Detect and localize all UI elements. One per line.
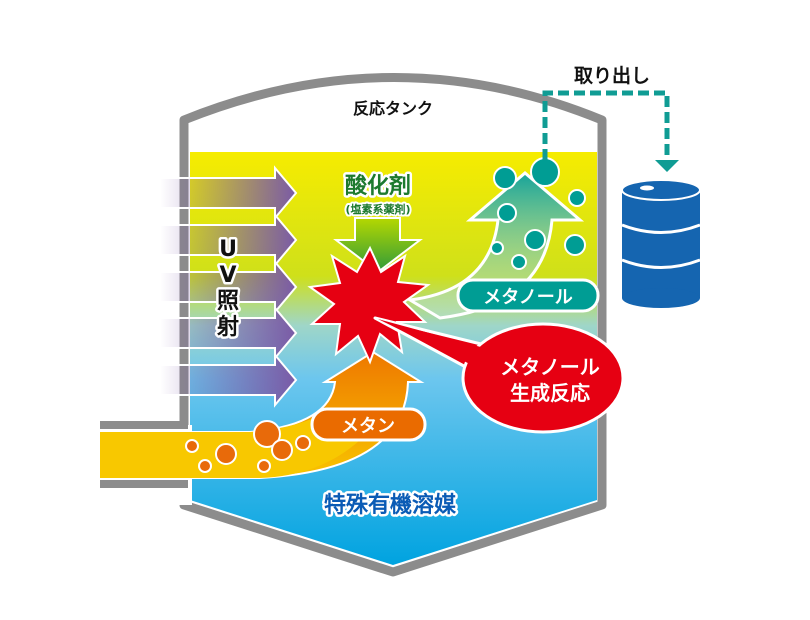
tank-title: 反応タンク — [353, 99, 433, 118]
uv-arrows — [159, 165, 298, 408]
oxidizer-arrow — [333, 217, 423, 274]
uv-label-v: V — [219, 263, 236, 288]
barrel-icon — [621, 179, 701, 308]
methanol-bubbles — [490, 157, 586, 270]
methane-bubbles — [185, 420, 311, 473]
reaction-label-line2: 生成反応 — [510, 381, 590, 405]
oxidizer-sub-label: (塩素系薬剤) — [345, 202, 410, 216]
uv-label-u: U — [219, 237, 237, 262]
methanol-label-pill: メタノール — [456, 278, 600, 313]
methanol-label: メタノール — [483, 287, 572, 308]
oxidizer-label: 酸化剤 — [345, 173, 411, 199]
uv-label: U V 照 射 — [213, 235, 241, 343]
solvent-label: 特殊有機溶媒 — [324, 492, 457, 518]
uv-label-4: 射 — [216, 314, 239, 340]
reaction-starburst — [307, 245, 431, 365]
reaction-label-line1: メタノール — [500, 355, 599, 379]
methane-label: メタン — [341, 416, 395, 437]
take-out-label: 取り出し — [574, 64, 650, 87]
reaction-callout: メタノール 生成反応 — [373, 316, 625, 434]
methane-label-pill: メタン — [310, 407, 427, 442]
uv-label-3: 照 — [217, 289, 239, 314]
take-out-flow: 取り出し — [542, 64, 679, 172]
